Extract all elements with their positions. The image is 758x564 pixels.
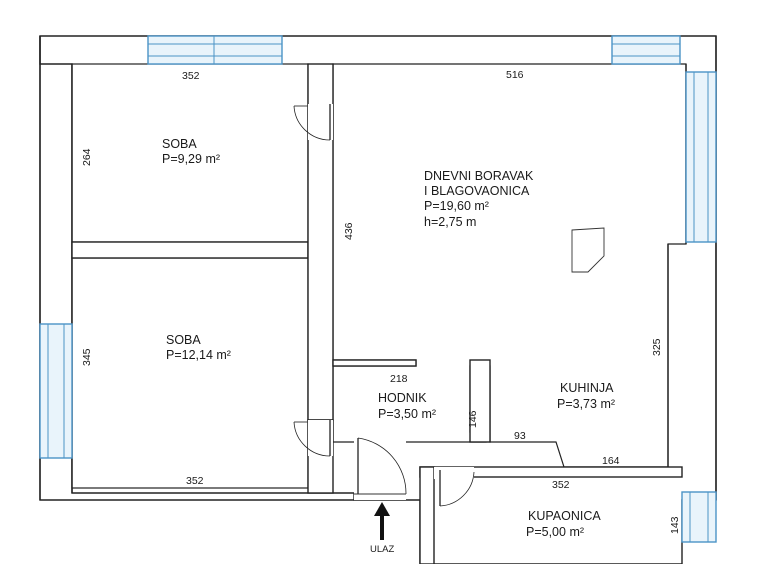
hall-stub — [332, 359, 417, 367]
dim-kuhinja-width: 164 — [602, 455, 620, 467]
room-soba-2-name: SOBA — [166, 333, 201, 347]
hall-wall — [469, 359, 491, 443]
dim-soba-2-depth: 345 — [81, 348, 93, 366]
dim-soba-2-width: 352 — [186, 475, 204, 487]
dim-dnevni-width: 516 — [506, 69, 524, 81]
room-dnevni-name-1: DNEVNI BORAVAK — [424, 169, 534, 183]
kitchen-block — [571, 227, 605, 273]
room-soba-2-area: P=12,14 m² — [166, 348, 231, 362]
dim-kuhinja-step: 93 — [514, 430, 526, 442]
room-kupaonica-area: P=5,00 m² — [526, 525, 584, 539]
room-kupaonica-name: KUPAONICA — [528, 509, 601, 523]
window-bathroom — [681, 491, 717, 543]
dim-soba-1-depth: 264 — [81, 148, 93, 166]
door-soba-1 — [293, 104, 333, 141]
room-soba-1-name: SOBA — [162, 137, 197, 151]
dim-soba-1-width: 352 — [182, 70, 200, 82]
room-dnevni-name-2: I BLAGOVAONICA — [424, 184, 530, 198]
window-top-right — [611, 35, 681, 65]
entrance-arrow-icon — [374, 502, 390, 540]
door-bathroom — [434, 467, 475, 507]
dim-kuhinja-depth: 325 — [651, 338, 663, 356]
dim-kupaonica-depth: 143 — [669, 516, 681, 534]
room-soba-1-area: P=9,29 m² — [162, 152, 220, 166]
room-hodnik-area: P=3,50 m² — [378, 407, 436, 421]
window-top-left — [147, 35, 283, 65]
room-dnevni-area: P=19,60 m² — [424, 199, 489, 213]
room-kuhinja-name: KUHINJA — [560, 381, 614, 395]
bath-wall-left — [419, 466, 435, 564]
dim-kupaonica-width: 352 — [552, 479, 570, 491]
door-soba-2 — [293, 420, 333, 457]
partition-soba — [71, 241, 309, 259]
dim-hodnik-depth: 146 — [467, 410, 479, 428]
room-dnevni-height: h=2,75 m — [424, 215, 476, 229]
room-kuhinja-area: P=3,73 m² — [557, 397, 615, 411]
dim-dnevni-depth: 436 — [343, 222, 355, 240]
floor-soba-2 — [71, 257, 309, 489]
dim-hodnik-width: 218 — [390, 373, 408, 385]
floor-soba-1 — [71, 63, 309, 243]
window-right — [685, 71, 717, 243]
window-left — [39, 323, 73, 459]
door-entrance — [354, 437, 407, 500]
room-hodnik-name: HODNIK — [378, 391, 427, 405]
entrance-label: ULAZ — [370, 544, 394, 555]
